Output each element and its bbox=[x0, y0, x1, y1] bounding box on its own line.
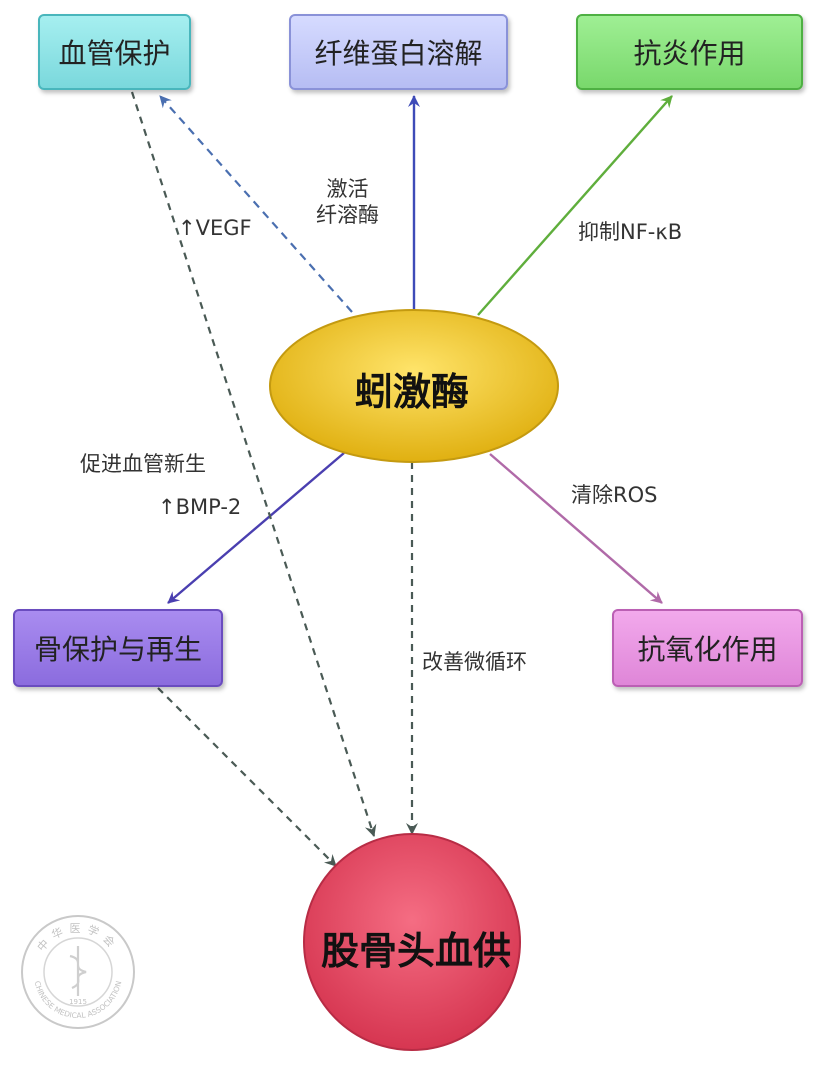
center-node-label: 蚓激酶 bbox=[355, 370, 470, 414]
cma-seal-watermark: 中华医学会 CHINESE MEDICAL ASSOCIATION 1915 bbox=[21, 915, 135, 1029]
edge-label-microcirculation: 改善微循环 bbox=[422, 650, 527, 674]
node-anti-inflammatory: 抗炎作用 bbox=[576, 14, 803, 90]
seal-year: 1915 bbox=[69, 998, 87, 1006]
node-vessel-protect-label: 血管保护 bbox=[58, 37, 171, 70]
target-node bbox=[303, 833, 521, 1051]
edge-center-to-antiox bbox=[489, 453, 663, 604]
edge-label-bmp2: ↑BMP-2 bbox=[158, 495, 242, 519]
edge-label-angiogenesis: 促进血管新生 bbox=[80, 452, 206, 476]
edge-center-to-inflam bbox=[477, 95, 673, 316]
edge-label-ros: 清除ROS bbox=[571, 483, 658, 507]
edge-bone-to-target bbox=[157, 687, 337, 867]
node-fibrinolysis-label: 纤维蛋白溶解 bbox=[314, 37, 483, 70]
edge-vessel-to-target bbox=[130, 91, 377, 837]
edge-center-to-bone bbox=[167, 452, 345, 604]
edge-label-vegf: ↑VEGF bbox=[178, 216, 252, 240]
node-antioxidant: 抗氧化作用 bbox=[612, 609, 803, 687]
center-node bbox=[269, 309, 559, 463]
edge-label-activate: 激活 纤溶酶 bbox=[316, 176, 379, 229]
node-vessel-protect: 血管保护 bbox=[38, 14, 191, 90]
node-fibrinolysis: 纤维蛋白溶解 bbox=[289, 14, 508, 90]
edge-label-nfkb: 抑制NF-κB bbox=[578, 220, 683, 244]
node-anti-inflammatory-label: 抗炎作用 bbox=[633, 37, 746, 70]
edge-label-activate-line1: 激活 bbox=[326, 177, 369, 201]
node-bone-regen-label: 骨保护与再生 bbox=[33, 633, 202, 666]
node-bone-regen: 骨保护与再生 bbox=[13, 609, 223, 687]
caduceus-icon bbox=[69, 946, 87, 996]
node-antioxidant-label: 抗氧化作用 bbox=[637, 633, 778, 666]
target-node-label: 股骨头血供 bbox=[321, 929, 512, 973]
edge-center-to-vessel bbox=[159, 95, 353, 313]
edge-label-activate-line2: 纤溶酶 bbox=[316, 203, 379, 228]
